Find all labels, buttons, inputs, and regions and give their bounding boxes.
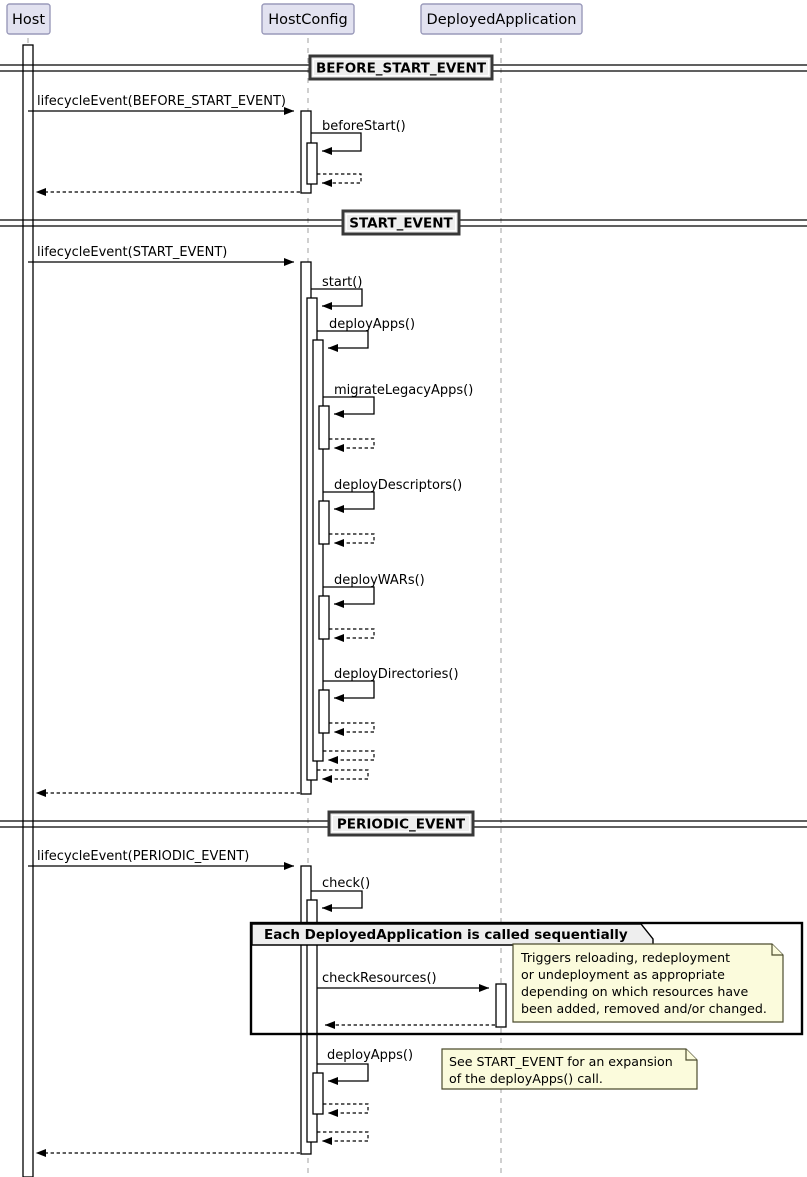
- activation-hostconfig-check-self: [306, 899, 318, 1143]
- message-deploydirectories-self: deployDirectories(): [323, 667, 459, 703]
- message-label-deploydescriptors: deployDescriptors(): [334, 478, 462, 493]
- message-deploywars-return: [329, 628, 375, 643]
- participant-label-deployedapplication: DeployedApplication: [427, 12, 577, 28]
- message-deploydescriptors-self: deployDescriptors(): [323, 478, 462, 514]
- message-migratelegacyapps-self: migrateLegacyApps(): [323, 383, 473, 419]
- message-label-lifecycleevent-periodic-event: lifecycleEvent(PERIODIC_EVENT): [37, 849, 249, 864]
- message-label-deploywars: deployWARs(): [334, 573, 425, 588]
- activation-hostconfig-migratelegacyapps-self: [318, 405, 330, 450]
- group-label-each-deployedapplication: Each DeployedApplication is called seque…: [264, 927, 628, 943]
- divider-label-before-start-event: BEFORE_START_EVENT: [316, 61, 487, 77]
- message-label-check: check(): [322, 876, 370, 891]
- message-label-periodic-deployapps: deployApps(): [327, 1048, 413, 1063]
- participant-host[interactable]: Host: [6, 3, 51, 35]
- message-checkresources: checkResources(): [317, 971, 490, 993]
- message-lifecycleevent-before-start-event: lifecycleEvent(BEFORE_START_EVENT): [28, 94, 295, 116]
- activation-host-master: [22, 44, 34, 1177]
- message-label-start: start(): [322, 275, 362, 290]
- message-label-lifecycleevent-start-event: lifecycleEvent(START_EVENT): [37, 245, 227, 260]
- divider-label-start-event: START_EVENT: [349, 216, 453, 232]
- activation-hostconfig-deploywars-self: [318, 595, 330, 640]
- message-deploydescriptors-return: [329, 533, 375, 548]
- message-lifecycleevent-periodic-event: lifecycleEvent(PERIODIC_EVENT): [28, 849, 295, 871]
- divider-start-event: START_EVENT: [0, 209, 807, 236]
- activation-deployedapplication-checkresources: [495, 983, 507, 1028]
- activation-hostconfig-deploydirectories-self: [318, 689, 330, 734]
- lifelines: [27, 38, 502, 1177]
- divider-label-periodic-event: PERIODIC_EVENT: [337, 817, 466, 833]
- note-line: or undeployment as appropriate: [521, 967, 725, 982]
- message-periodic-deployapps-self: deployApps(): [317, 1048, 413, 1086]
- message-lifecycleevent-start-event: lifecycleEvent(START_EVENT): [28, 245, 295, 267]
- message-start-return: [317, 769, 369, 784]
- message-check-self: check(): [311, 876, 370, 913]
- activation-hostconfig-periodic-deployapps-self: [312, 1072, 324, 1115]
- note-line: Triggers reloading, redeployment: [520, 950, 730, 965]
- participant-deployedapplication[interactable]: DeployedApplication: [420, 3, 583, 35]
- participant-box-deployedapplication[interactable]: [420, 3, 583, 35]
- participant-box-hostconfig[interactable]: [261, 3, 355, 35]
- participant-label-hostconfig: HostConfig: [268, 12, 348, 28]
- note-line: of the deployApps() call.: [449, 1071, 603, 1086]
- message-beforestart-self: beforeStart(): [311, 119, 406, 156]
- participant-box-host[interactable]: [6, 3, 51, 35]
- activation-hostconfig-beforestart-self: [306, 142, 318, 185]
- divider-before-start-event: BEFORE_START_EVENT: [0, 54, 807, 81]
- message-label-checkresources: checkResources(): [322, 971, 437, 986]
- message-deploydirectories-return: [329, 722, 375, 737]
- note-line: See START_EVENT for an expansion: [449, 1054, 673, 1069]
- activation-hostconfig-deploydescriptors-self: [318, 500, 330, 545]
- message-deployapps-return: [323, 750, 375, 765]
- group-each-deployedapplication: Each DeployedApplication is called seque…: [249, 921, 804, 1036]
- message-label-deploydirectories: deployDirectories(): [334, 667, 459, 682]
- activation-hostconfig-deployapps-self: [312, 339, 324, 762]
- note-line: been added, removed and/or changed.: [521, 1001, 767, 1016]
- message-deploywars-self: deployWARs(): [323, 573, 425, 609]
- message-label-deployapps: deployApps(): [329, 317, 415, 332]
- note-line: depending on which resources have: [521, 984, 749, 999]
- participant-label-host: Host: [12, 12, 45, 28]
- message-deployapps-self: deployApps(): [317, 317, 415, 353]
- message-label-beforestart: beforeStart(): [322, 119, 406, 134]
- note-check-resources: Triggers reloading, redeployment or unde…: [512, 943, 784, 1023]
- participant-hostconfig[interactable]: HostConfig: [261, 3, 355, 35]
- message-beforestart-return: [317, 173, 362, 188]
- message-migratelegacyapps-return: [329, 438, 375, 453]
- divider-periodic-event: PERIODIC_EVENT: [0, 810, 807, 837]
- message-periodic-deployapps-return: [323, 1103, 369, 1118]
- message-label-lifecycleevent-before-start-event: lifecycleEvent(BEFORE_START_EVENT): [37, 94, 286, 109]
- message-label-migratelegacyapps: migrateLegacyApps(): [334, 383, 473, 398]
- activation-bars: [22, 44, 507, 1177]
- note-deploy-apps: See START_EVENT for an expansion of the …: [441, 1048, 698, 1090]
- message-periodic-check-return: [317, 1131, 369, 1146]
- message-start-self: start(): [311, 275, 363, 311]
